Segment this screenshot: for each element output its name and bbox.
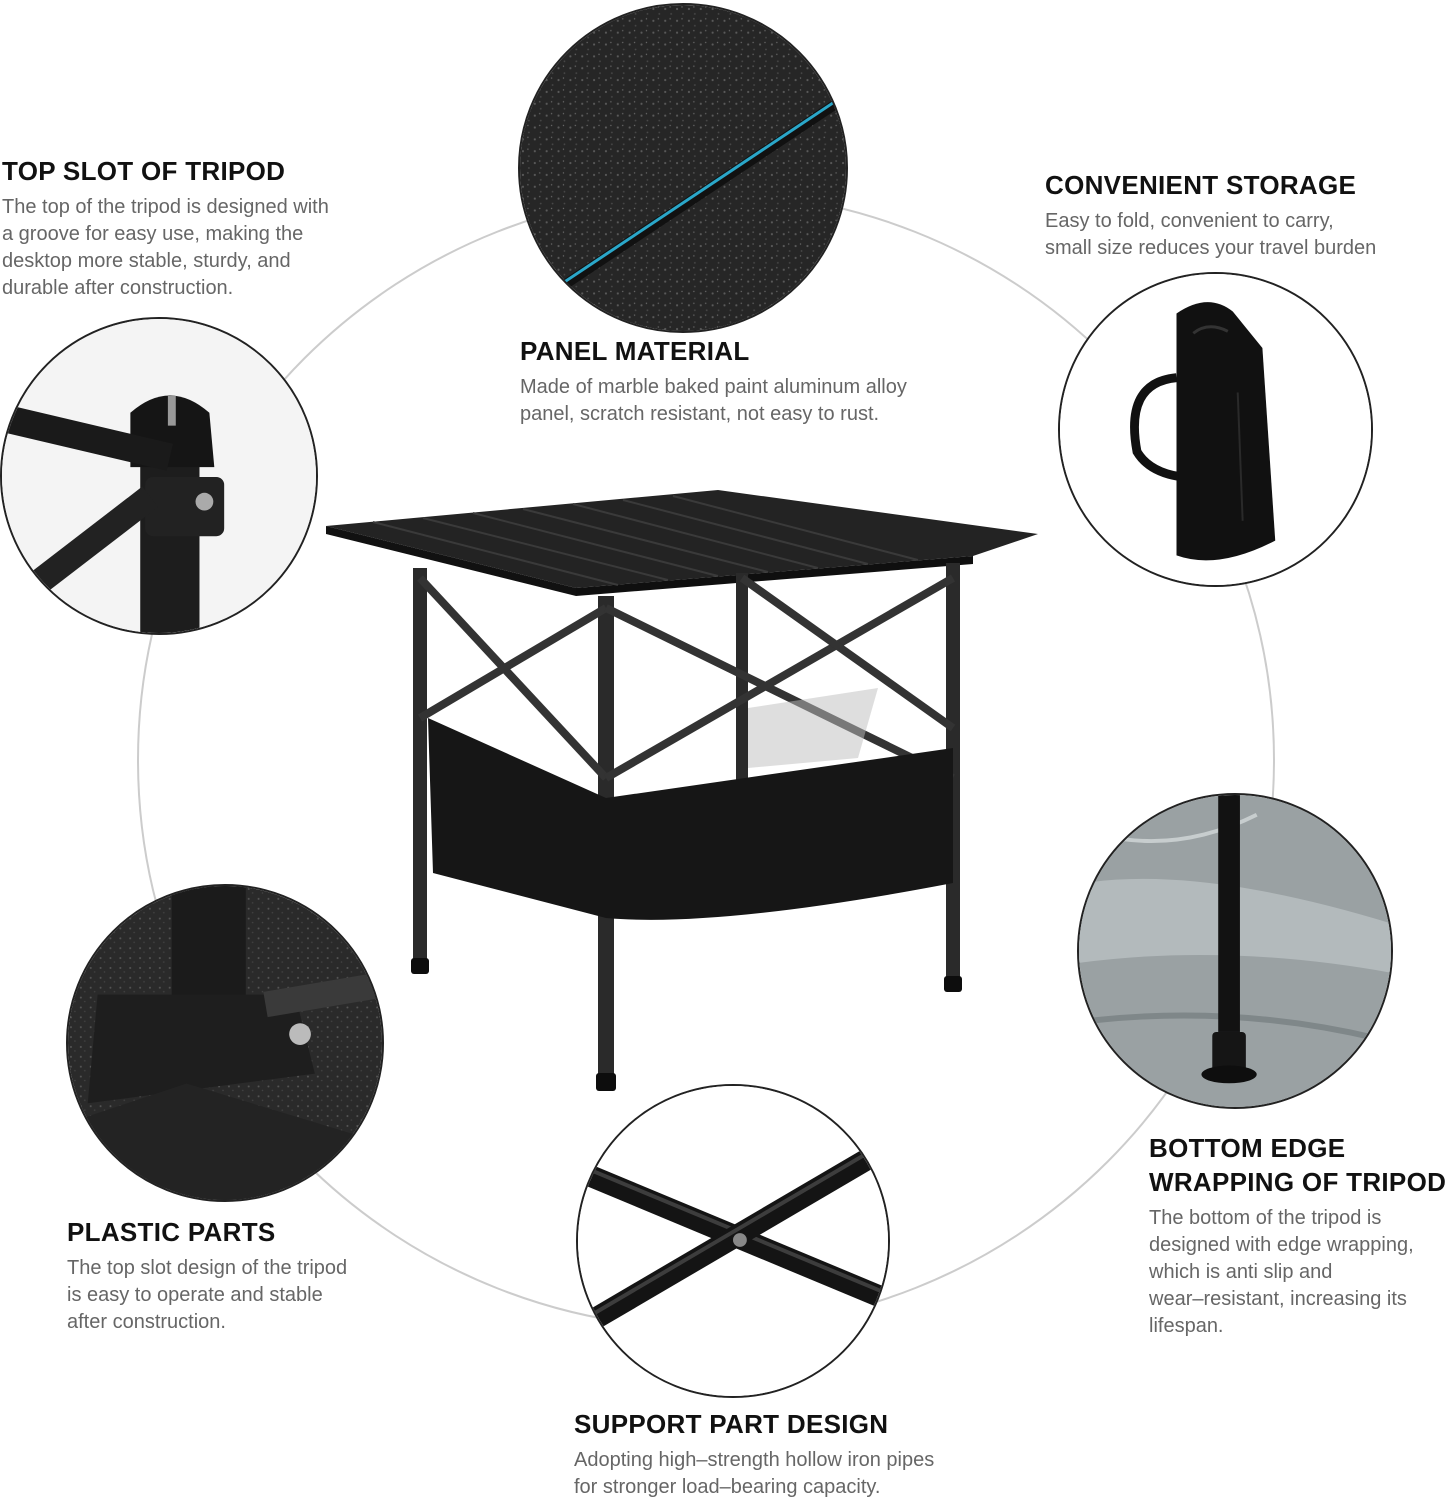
feature-description: The bottom of the tripod is designed wit…	[1149, 1207, 1414, 1337]
feature-description: Easy to fold, convenient to carry, small…	[1045, 210, 1377, 259]
feature-title: BOTTOM EDGE WRAPPING OF TRIPOD	[1149, 1133, 1447, 1197]
feature-panel-material: PANEL MATERIAL Made of marble baked pain…	[520, 334, 990, 428]
feature-bottom-edge: BOTTOM EDGE WRAPPING OF TRIPOD The botto…	[1149, 1131, 1447, 1340]
feature-title: TOP SLOT OF TRIPOD	[2, 156, 286, 186]
tripod-foot-icon	[1077, 793, 1393, 1109]
feature-top-slot: TOP SLOT OF TRIPOD The top of the tripod…	[2, 154, 422, 302]
carry-bag-icon	[1058, 272, 1373, 587]
feature-description: The top slot design of the tripod is eas…	[67, 1257, 348, 1333]
feature-title: CONVENIENT STORAGE	[1045, 170, 1357, 200]
crossed-pipes-icon	[576, 1084, 890, 1398]
feature-convenient-storage: CONVENIENT STORAGE Easy to fold, conveni…	[1045, 168, 1445, 262]
feature-title: SUPPORT PART DESIGN	[574, 1409, 889, 1439]
textured-panel-icon	[518, 3, 848, 333]
feature-description: The top of the tripod is designed with a…	[2, 196, 329, 299]
feature-title: PLASTIC PARTS	[67, 1217, 276, 1247]
feature-plastic-parts: PLASTIC PARTS The top slot design of the…	[67, 1215, 447, 1336]
tripod-top-slot-icon	[0, 317, 318, 635]
folding-table-icon	[318, 478, 1048, 1098]
feature-description: Made of marble baked paint aluminum allo…	[520, 376, 907, 425]
feature-title: PANEL MATERIAL	[520, 336, 750, 366]
feature-description: Adopting high–strength hollow iron pipes…	[574, 1449, 935, 1498]
feature-support-part: SUPPORT PART DESIGN Adopting high–streng…	[574, 1407, 1014, 1501]
plastic-joint-icon	[66, 884, 384, 1202]
